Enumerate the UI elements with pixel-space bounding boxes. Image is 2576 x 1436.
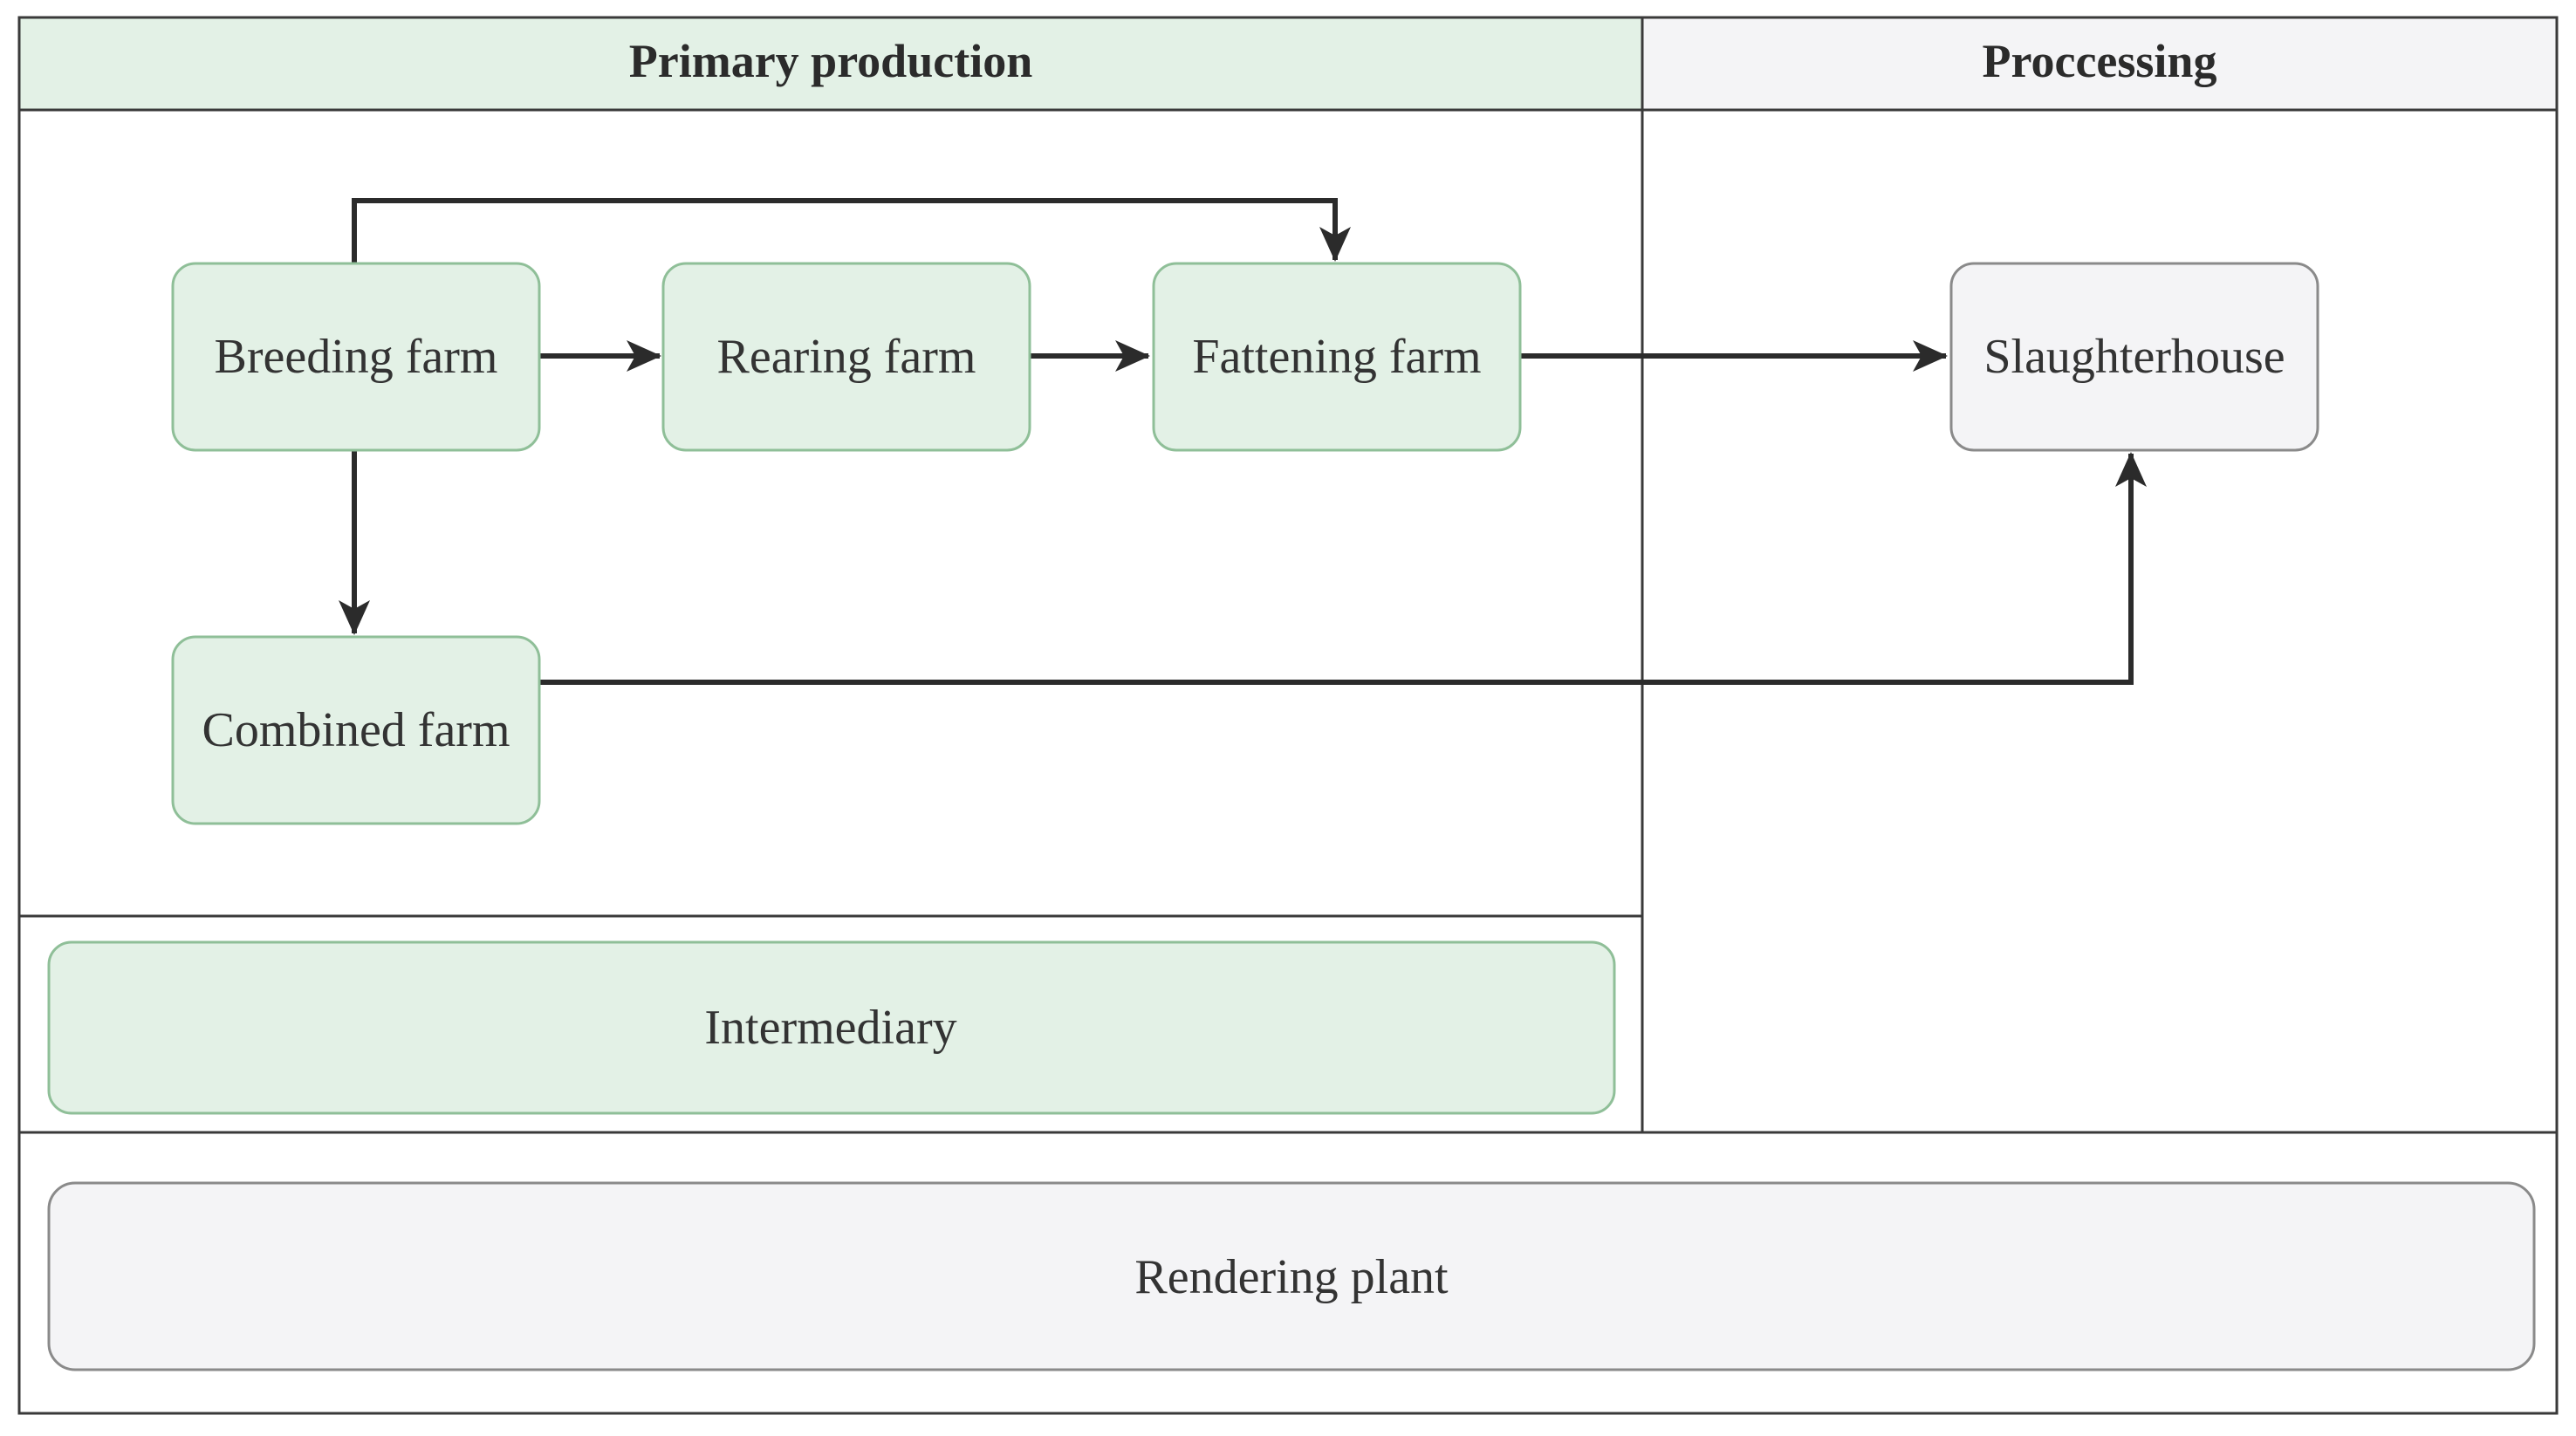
node-intermediary[interactable]: Intermediary	[47, 940, 1616, 1115]
node-box	[47, 1181, 2536, 1371]
primary-production-header-band	[19, 17, 1642, 110]
node-breeding-farm[interactable]: Breeding farm	[171, 262, 541, 452]
node-rendering-plant[interactable]: Rendering plant	[47, 1181, 2536, 1371]
edge-combined-to-slaughterhouse	[539, 452, 2147, 685]
processing-header-band	[1642, 17, 2557, 110]
node-box	[171, 262, 541, 452]
node-box	[661, 262, 1031, 452]
node-rearing-farm[interactable]: Rearing farm	[661, 262, 1031, 452]
primary-production-title: Primary production	[629, 35, 1032, 87]
node-label: Combined farm	[202, 703, 510, 757]
node-label: Fattening farm	[1192, 330, 1481, 384]
node-label: Breeding farm	[215, 330, 498, 384]
node-label: Slaughterhouse	[1983, 330, 2285, 384]
outer-frame	[17, 16, 2559, 1415]
node-label: Rendering plant	[1134, 1250, 1449, 1304]
node-box	[1152, 262, 1522, 452]
node-label: Rearing farm	[717, 330, 976, 384]
node-slaughterhouse[interactable]: Slaughterhouse	[1949, 262, 2319, 452]
processing-title: Proccessing	[1983, 35, 2217, 87]
node-combined-farm[interactable]: Combined farm	[171, 635, 541, 825]
node-label: Intermediary	[704, 1001, 956, 1055]
node-fattening-farm[interactable]: Fattening farm	[1152, 262, 1522, 452]
node-box	[47, 940, 1616, 1115]
node-box	[171, 635, 541, 825]
edge-breeding-to-fattening	[352, 198, 1351, 263]
node-box	[1949, 262, 2319, 452]
edges	[339, 198, 2147, 685]
